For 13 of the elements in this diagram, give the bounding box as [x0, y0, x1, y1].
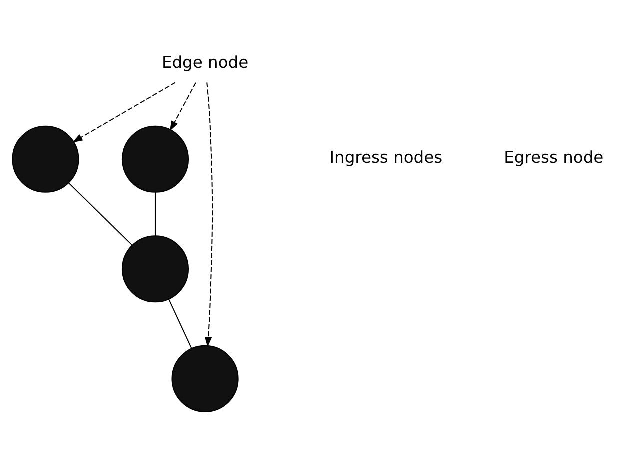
- label: Egress node: [504, 148, 604, 167]
- node-circle: [172, 344, 239, 412]
- connector: [68, 182, 133, 246]
- label: Ingress nodes: [330, 148, 443, 167]
- connector: [168, 298, 192, 348]
- arrow: [72, 82, 176, 142]
- arrow: [204, 82, 214, 347]
- arrow: [170, 82, 196, 131]
- node-text: Edge node: [162, 52, 249, 72]
- node-circle: [122, 125, 190, 192]
- connector: [154, 192, 156, 236]
- node-circle: [122, 235, 190, 302]
- node-circle: [12, 125, 80, 192]
